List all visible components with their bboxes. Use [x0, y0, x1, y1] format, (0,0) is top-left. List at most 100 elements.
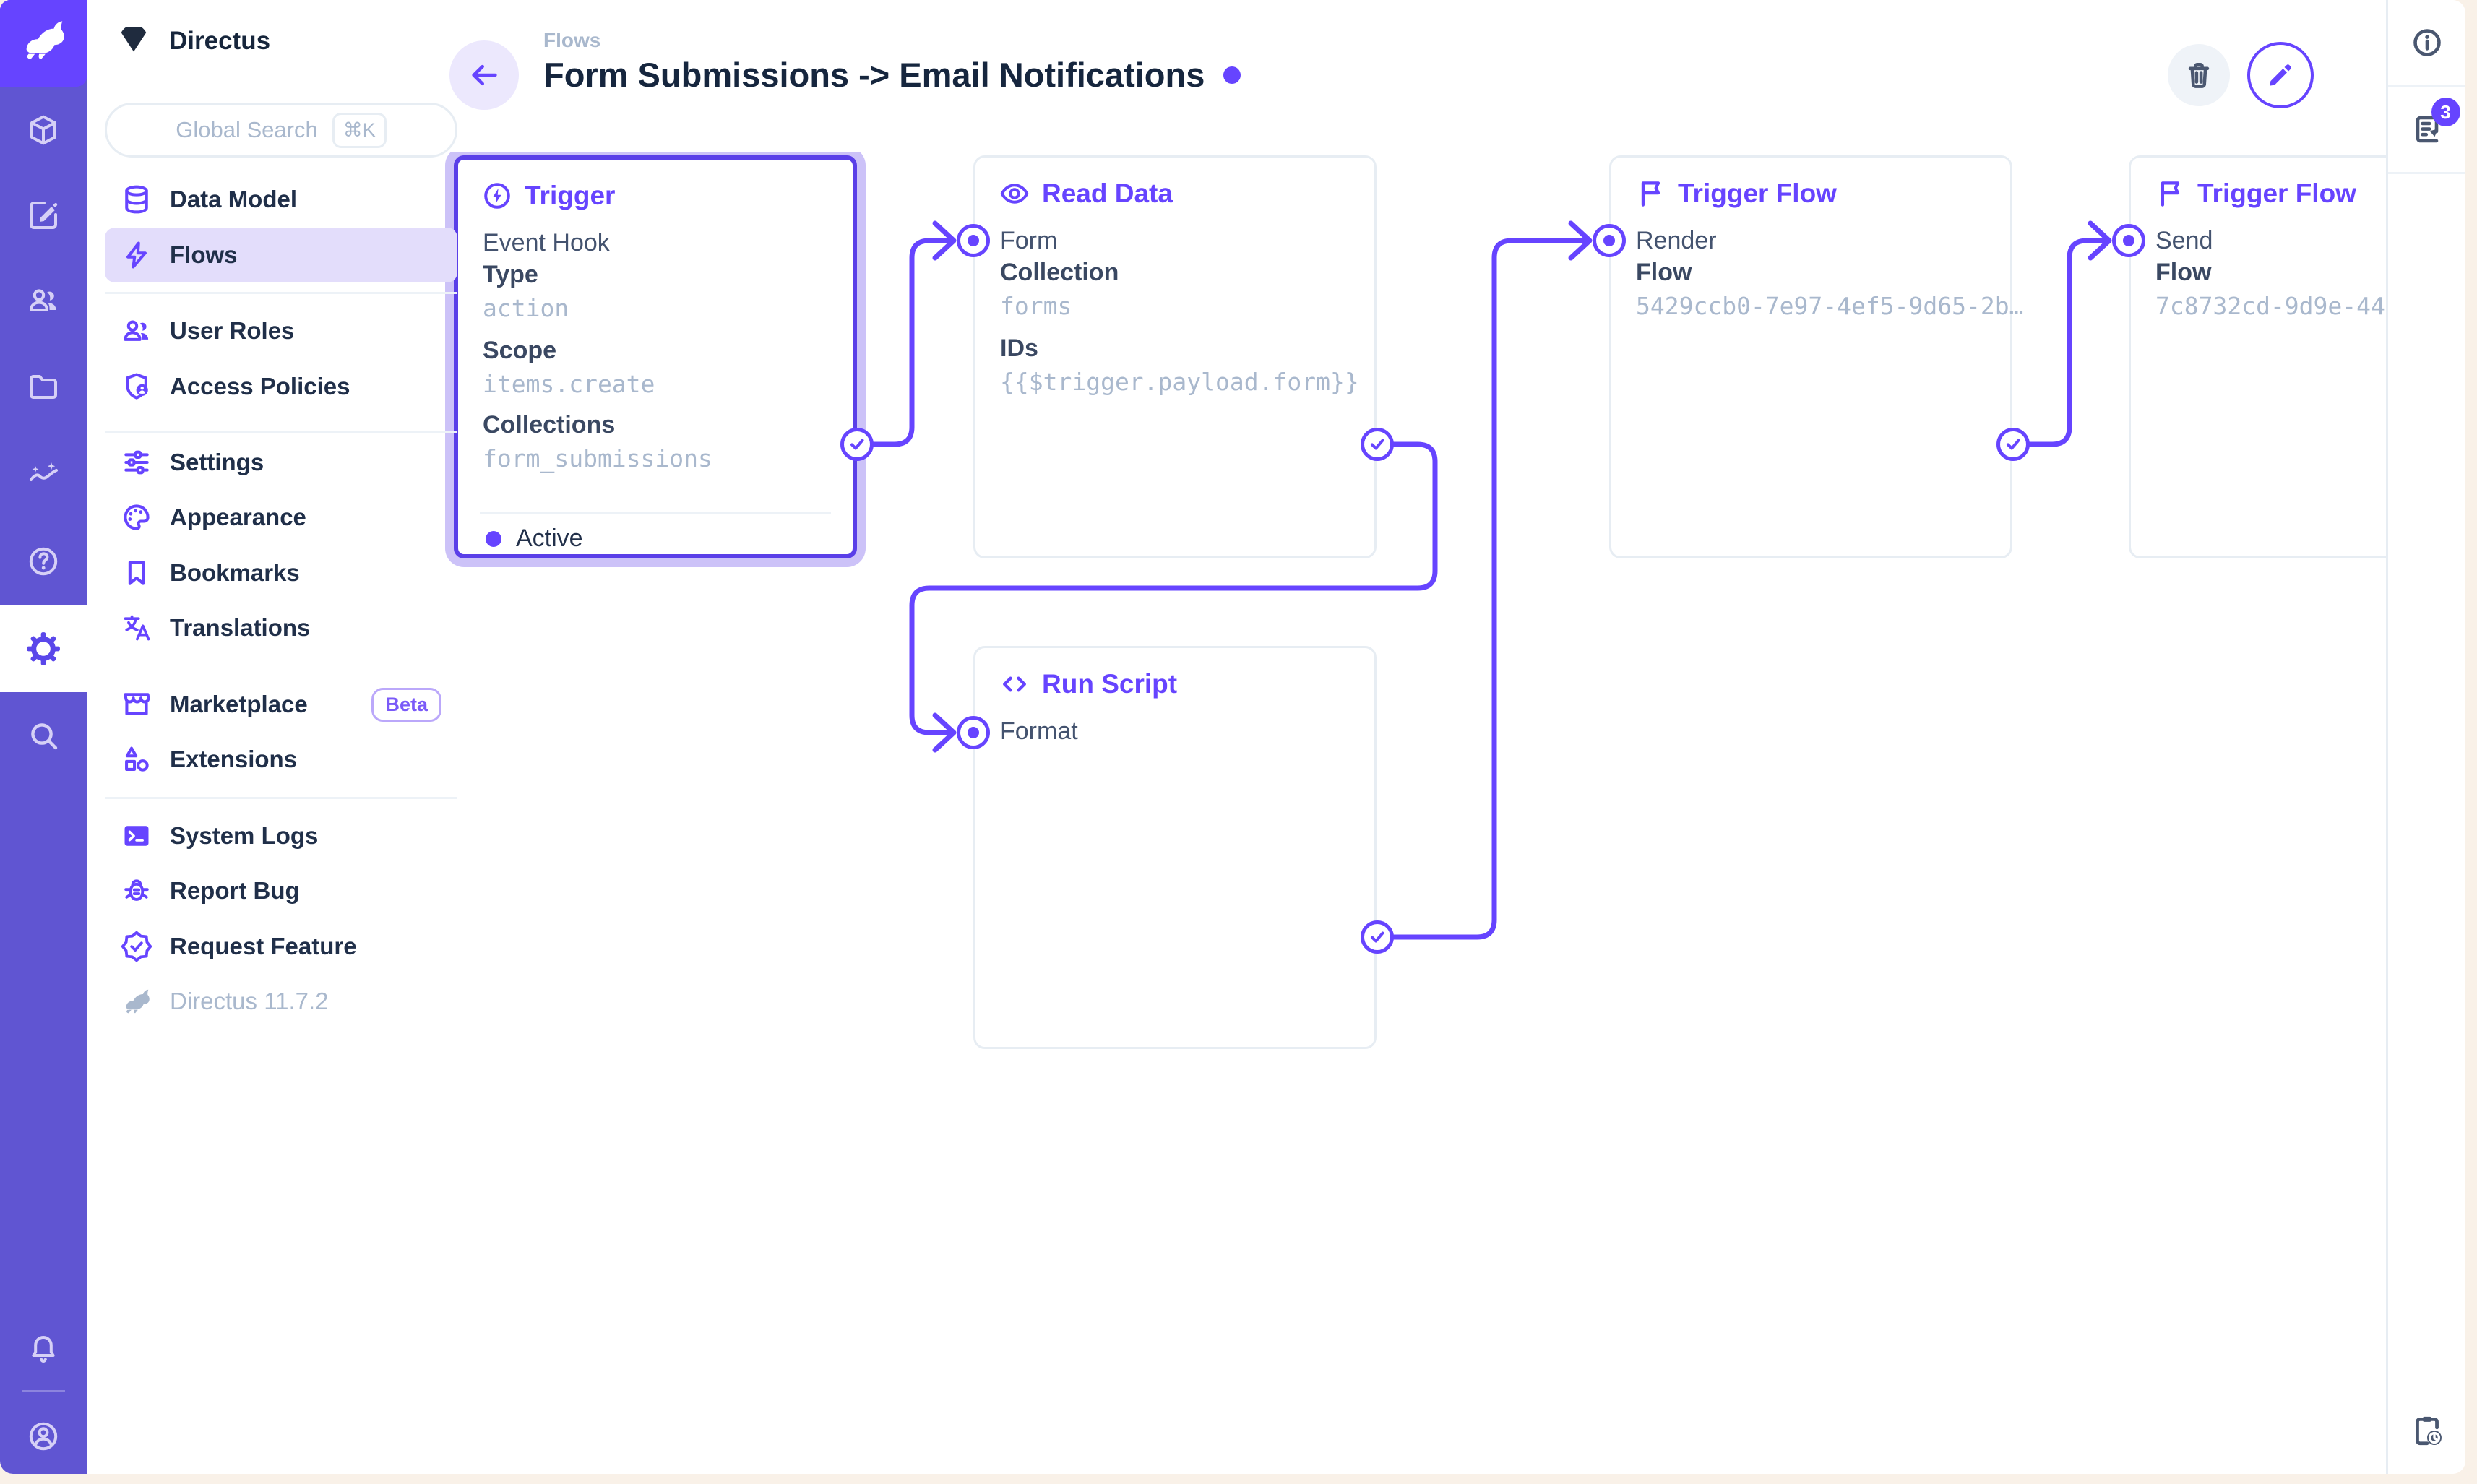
module-bar-divider — [22, 1390, 65, 1392]
back-button[interactable] — [449, 40, 519, 110]
sidebar-item-extensions[interactable]: Extensions — [105, 732, 457, 787]
bug-icon — [124, 879, 149, 901]
flag-icon — [2154, 178, 2186, 210]
connector-input-trigger-flow-send[interactable] — [2112, 224, 2145, 257]
field-value: items.create — [483, 370, 655, 398]
sidebar-item-request-feature[interactable]: Request Feature — [105, 919, 457, 974]
bolt-icon — [126, 241, 147, 269]
module-help[interactable] — [0, 518, 87, 605]
sidebar-item-user-roles[interactable]: User Roles — [105, 303, 457, 358]
card-title: Trigger Flow — [1678, 178, 1837, 208]
field-value: 7c8732cd-9d9e-44be — [2155, 292, 2414, 320]
storefront-icon — [124, 693, 150, 715]
directus-logo[interactable] — [0, 0, 87, 87]
sidebar-item-settings[interactable]: Settings — [105, 435, 457, 490]
delete-flow-button[interactable] — [2168, 44, 2230, 106]
avatar-icon — [29, 1422, 58, 1451]
clipboard-clock-icon — [2415, 1416, 2442, 1446]
module-editor[interactable] — [0, 172, 87, 259]
module-users[interactable] — [0, 257, 87, 344]
flow-card-trigger-flow-render[interactable]: Trigger Flow Render Flow 5429ccb0-7e97-4… — [1609, 155, 2023, 558]
edit-flow-button[interactable] — [2247, 42, 2314, 108]
connector-resolve-trigger-flow-render[interactable] — [1996, 428, 2030, 461]
sidebar-item-bookmarks[interactable]: Bookmarks — [105, 545, 457, 600]
translate-icon — [124, 615, 150, 641]
folder-icon — [30, 375, 57, 399]
shield-user-icon — [126, 373, 148, 400]
card-divider — [480, 512, 831, 514]
project-name: Directus — [169, 27, 271, 55]
connector-input-trigger-flow-render[interactable] — [1593, 224, 1626, 257]
logs-sidebar-button[interactable]: 3 — [2388, 87, 2465, 172]
module-bar — [0, 0, 87, 1474]
connector-resolve-run-script[interactable] — [1361, 920, 1394, 954]
flow-card-run-script[interactable]: Run Script Format — [973, 646, 1377, 1049]
right-sidebar-divider — [2388, 85, 2465, 87]
trigger-name: Event Hook — [483, 229, 610, 256]
connector-resolve-trigger[interactable] — [840, 428, 874, 461]
search-placeholder: Global Search — [176, 117, 318, 142]
field-label: Flow — [2155, 259, 2212, 286]
field-value: form_submissions — [483, 444, 712, 473]
operation-name: Format — [1000, 717, 1078, 745]
people-icon — [124, 320, 149, 341]
breadcrumb[interactable]: Flows — [543, 29, 601, 51]
sidebar-item-marketplace[interactable]: Marketplace Beta — [105, 677, 457, 732]
notification-count-badge: 3 — [2431, 98, 2460, 126]
sidebar-item-data-model[interactable]: Data Model — [105, 172, 457, 227]
user-menu-button[interactable] — [0, 1393, 87, 1474]
info-icon — [2413, 28, 2441, 56]
field-value: forms — [1000, 292, 1072, 320]
flow-card-trigger[interactable]: Trigger Event Hook Type action Scope ite… — [454, 155, 857, 558]
bookmark-icon — [128, 561, 145, 585]
activity-sidebar-button[interactable] — [2388, 1394, 2465, 1467]
module-files[interactable] — [0, 344, 87, 431]
operation-name: Render — [1636, 227, 1717, 254]
sidebar-item-system-logs[interactable]: System Logs — [105, 808, 457, 863]
search-icon — [31, 723, 58, 750]
flow-accent-dot — [1223, 66, 1241, 84]
bolt-circle-icon — [481, 180, 513, 212]
sidebar-item-report-bug[interactable]: Report Bug — [105, 863, 457, 918]
rabbit-icon — [126, 989, 150, 1014]
rabbit-icon — [26, 21, 64, 59]
card-title: Run Script — [1042, 669, 1178, 699]
version-label: Directus 11.7.2 — [170, 988, 329, 1014]
nav-divider — [105, 292, 457, 294]
insights-icon — [30, 462, 58, 481]
module-insights[interactable] — [0, 431, 87, 518]
code-icon — [999, 668, 1030, 700]
operation-name: Form — [1000, 227, 1058, 254]
tune-icon — [124, 450, 149, 475]
shapes-icon — [125, 746, 149, 772]
sidebar-item-translations[interactable]: Translations — [105, 600, 457, 655]
info-sidebar-button[interactable] — [2388, 0, 2465, 85]
module-settings[interactable] — [0, 605, 87, 692]
sidebar-item-access-policies[interactable]: Access Policies — [105, 359, 457, 414]
field-value: {{$trigger.payload.form}} — [1000, 368, 1359, 396]
module-search[interactable] — [0, 692, 87, 779]
global-search-input[interactable]: Global Search ⌘K — [105, 103, 457, 158]
sidebar-item-flows[interactable]: Flows — [105, 228, 457, 282]
sidebar-item-appearance[interactable]: Appearance — [105, 490, 457, 545]
field-label: Flow — [1636, 259, 1692, 286]
connector-resolve-read-data[interactable] — [1361, 428, 1394, 461]
field-value: 5429ccb0-7e97-4ef5-9d65-2b… — [1636, 292, 2024, 320]
connector-input-read-data[interactable] — [957, 224, 990, 257]
project-chooser[interactable]: Directus — [117, 20, 270, 62]
card-title: Read Data — [1042, 178, 1173, 208]
connector-input-run-script[interactable] — [957, 716, 990, 749]
eye-icon — [999, 178, 1030, 210]
verified-icon — [121, 931, 152, 962]
module-content[interactable] — [0, 87, 87, 173]
box-icon — [30, 115, 56, 145]
search-shortcut-chip: ⌘K — [332, 112, 387, 148]
field-value: action — [483, 294, 569, 322]
right-sidebar: 3 — [2386, 0, 2465, 1474]
app-version: Directus 11.7.2 — [105, 974, 457, 1029]
right-sidebar-divider — [2388, 172, 2465, 174]
flow-card-read-data[interactable]: Read Data Form Collection forms IDs {{$t… — [973, 155, 1377, 558]
help-icon — [29, 547, 58, 576]
notifications-button[interactable] — [0, 1306, 87, 1393]
